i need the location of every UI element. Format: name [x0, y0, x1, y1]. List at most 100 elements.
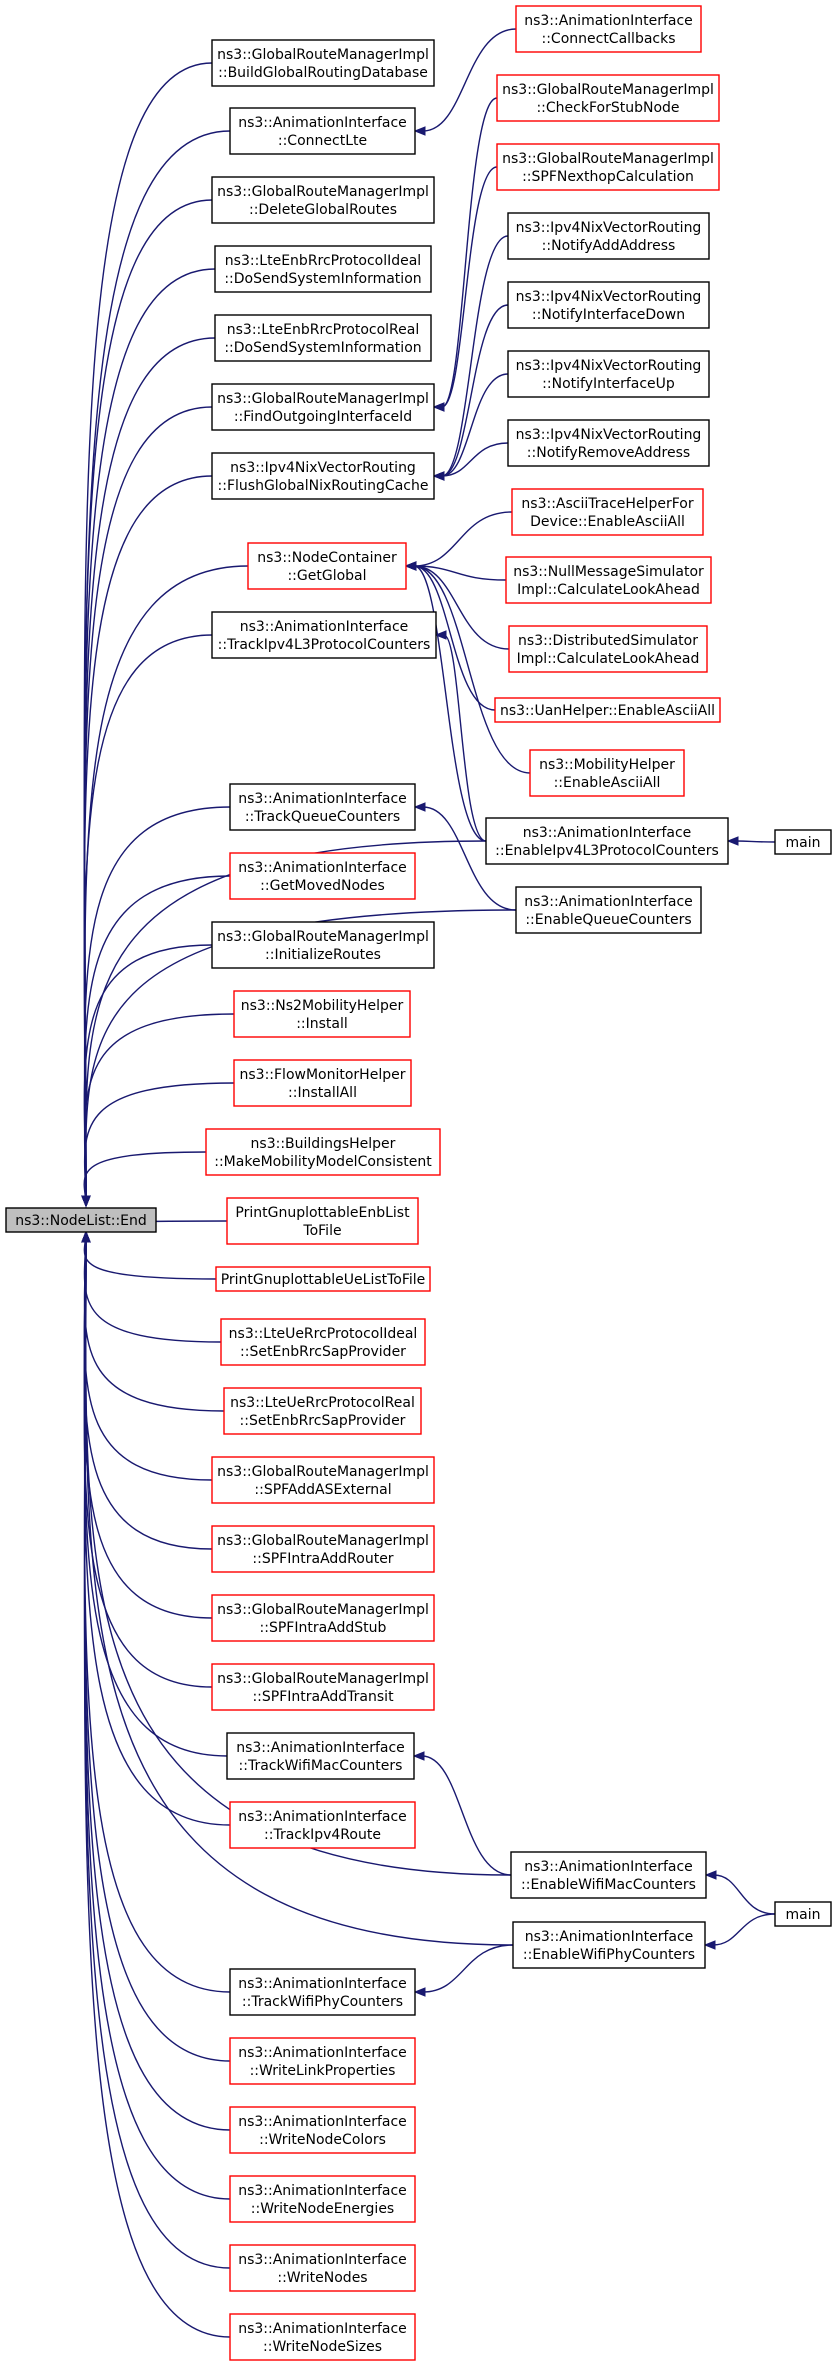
graph-node-connectcallbacks[interactable]: ns3::AnimationInterface::ConnectCallback…: [515, 5, 702, 53]
graph-node-writelinkproperties[interactable]: ns3::AnimationInterface::WriteLinkProper…: [229, 2037, 416, 2085]
graph-node-makemobilitymodelconsistent[interactable]: ns3::BuildingsHelper::MakeMobilityModelC…: [205, 1128, 441, 1176]
call-edge: [432, 235, 509, 481]
node-label-line: ::CheckForStubNode: [536, 100, 679, 116]
graph-node-setenbrrcsapprovider-real[interactable]: ns3::LteUeRrcProtocolReal::SetEnbRrcSapP…: [223, 1387, 422, 1435]
graph-node-setenbrrcsapprovider-ideal[interactable]: ns3::LteUeRrcProtocolIdeal::SetEnbRrcSap…: [220, 1318, 426, 1366]
graph-node-connectlte[interactable]: ns3::AnimationInterface::ConnectLte: [229, 107, 416, 155]
graph-node-ns2mobilityhelper-install[interactable]: ns3::Ns2MobilityHelper::Install: [233, 990, 411, 1038]
node-box: [229, 2106, 416, 2154]
graph-node-writenodesizes[interactable]: ns3::AnimationInterface::WriteNodeSizes: [229, 2313, 416, 2361]
graph-node-deleteglobalroutes[interactable]: ns3::GlobalRouteManagerImpl::DeleteGloba…: [211, 176, 435, 224]
graph-node-main-1[interactable]: main: [774, 829, 832, 855]
call-edge: [81, 130, 231, 1208]
graph-node-enableipv4l3protocolcounters[interactable]: ns3::AnimationInterface::EnableIpv4L3Pro…: [485, 817, 729, 865]
node-label-line: ::InitializeRoutes: [265, 947, 381, 963]
graph-node-root[interactable]: ns3::NodeList::End: [5, 1207, 157, 1233]
node-label-line: ns3::AnimationInterface: [240, 619, 409, 635]
call-edge: [81, 337, 216, 1208]
graph-node-main-2[interactable]: main: [774, 1901, 832, 1927]
graph-node-getmovednodes[interactable]: ns3::AnimationInterface::GetMovedNodes: [229, 852, 416, 900]
graph-node-trackqueuecounters[interactable]: ns3::AnimationInterface::TrackQueueCount…: [229, 783, 416, 831]
graph-node-enablewifiphycounters[interactable]: ns3::AnimationInterface::EnableWifiPhyCo…: [512, 1921, 706, 1969]
node-label-line: ::WriteNodeSizes: [263, 2339, 382, 2355]
node-box: [211, 39, 435, 87]
arrowhead: [703, 1940, 716, 1950]
node-label-line: ::InstallAll: [288, 1085, 357, 1101]
node-box: [226, 1732, 415, 1780]
call-edge: [81, 944, 213, 1208]
call-edge: [81, 406, 213, 1208]
graph-node-enablequeuecounters[interactable]: ns3::AnimationInterface::EnableQueueCoun…: [515, 886, 702, 934]
node-label-line: ns3::GlobalRouteManagerImpl: [502, 82, 714, 98]
graph-node-notifyaddaddress[interactable]: ns3::Ipv4NixVectorRouting::NotifyAddAddr…: [507, 212, 710, 260]
graph-node-flushglobalnixroutingcache[interactable]: ns3::Ipv4NixVectorRouting::FlushGlobalNi…: [211, 452, 435, 500]
node-label-line: ns3::LteUeRrcProtocolReal: [230, 1395, 415, 1411]
node-box: [233, 1059, 412, 1107]
node-box: [507, 281, 710, 329]
graph-node-writenodecolors[interactable]: ns3::AnimationInterface::WriteNodeColors: [229, 2106, 416, 2154]
graph-node-buildglobalroutingdatabase[interactable]: ns3::GlobalRouteManagerImpl::BuildGlobal…: [211, 39, 435, 87]
graph-node-spfnexthopcalculation[interactable]: ns3::GlobalRouteManagerImpl::SPFNexthopC…: [496, 143, 720, 191]
graph-node-trackipv4route[interactable]: ns3::AnimationInterface::TrackIpv4Route: [229, 1801, 416, 1849]
graph-node-initializeroutes[interactable]: ns3::GlobalRouteManagerImpl::InitializeR…: [211, 921, 435, 969]
graph-node-notifyinterfacedown[interactable]: ns3::Ipv4NixVectorRouting::NotifyInterfa…: [507, 281, 710, 329]
node-label-line: ::WriteLinkProperties: [250, 2063, 396, 2079]
graph-node-spfintraaddstub[interactable]: ns3::GlobalRouteManagerImpl::SPFIntraAdd…: [211, 1594, 435, 1642]
call-edge: [404, 561, 487, 842]
node-box: [507, 212, 710, 260]
graph-node-trackwifimaccounters[interactable]: ns3::AnimationInterface::TrackWifiMacCou…: [226, 1732, 415, 1780]
edge-line: [83, 406, 213, 1207]
edge-line: [441, 235, 509, 477]
graph-node-distributedsimulator-calculatelookahead[interactable]: ns3::DistributedSimulatorImpl::Calculate…: [508, 625, 708, 673]
edge-line: [83, 62, 213, 1207]
edge-line: [83, 475, 213, 1207]
graph-node-findoutgoinginterfaceid[interactable]: ns3::GlobalRouteManagerImpl::FindOutgoin…: [211, 383, 435, 431]
node-label-line: ns3::MobilityHelper: [539, 757, 675, 773]
graph-node-flowmonitorhelper-installall[interactable]: ns3::FlowMonitorHelper::InstallAll: [233, 1059, 412, 1107]
node-box: [505, 556, 712, 604]
node-label-line: ns3::AnimationInterface: [524, 13, 693, 29]
node-label-line: ::SetEnbRrcSapProvider: [240, 1344, 406, 1360]
edge-line: [441, 304, 509, 477]
graph-node-enablewifimaccounters[interactable]: ns3::AnimationInterface::EnableWifiMacCo…: [510, 1851, 707, 1899]
arrowhead: [726, 836, 739, 846]
graph-node-mobilityhelper-enableasciiall[interactable]: ns3::MobilityHelper::EnableAsciiAll: [529, 749, 685, 797]
node-label-line: ::MakeMobilityModelConsistent: [214, 1154, 432, 1170]
edge-line: [413, 565, 531, 774]
graph-node-checkforstubnode[interactable]: ns3::GlobalRouteManagerImpl::CheckForStu…: [496, 74, 720, 122]
graph-node-writenodeenergies[interactable]: ns3::AnimationInterface::WriteNodeEnergi…: [229, 2175, 416, 2223]
node-label-line: ns3::AnimationInterface: [238, 860, 407, 876]
node-box: [211, 1456, 435, 1504]
graph-node-spfaddasexternal[interactable]: ns3::GlobalRouteManagerImpl::SPFAddASExt…: [211, 1456, 435, 1504]
call-edge: [81, 1230, 231, 2338]
graph-node-trackipv4l3protocolcounters[interactable]: ns3::AnimationInterface::TrackIpv4L3Prot…: [211, 611, 437, 659]
graph-node-dosendsysteminformation-ideal[interactable]: ns3::LteEnbRrcProtocolIdeal::DoSendSyste…: [214, 245, 432, 293]
graph-node-notifyremoveaddress[interactable]: ns3::Ipv4NixVectorRouting::NotifyRemoveA…: [507, 419, 710, 467]
call-edge: [81, 1230, 217, 1280]
node-label-line: ns3::AnimationInterface: [524, 1859, 693, 1875]
node-label-line: ::SPFIntraAddStub: [260, 1620, 387, 1636]
graph-node-writenodes[interactable]: ns3::AnimationInterface::WriteNodes: [229, 2244, 416, 2292]
graph-node-spfintraaddtransit[interactable]: ns3::GlobalRouteManagerImpl::SPFIntraAdd…: [211, 1663, 435, 1711]
node-label-line: ns3::NodeList::End: [15, 1213, 147, 1229]
graph-node-asciitracehelperfordevice-enableasciiall[interactable]: ns3::AsciiTraceHelperForDevice::EnableAs…: [511, 488, 704, 536]
node-label-line: ns3::GlobalRouteManagerImpl: [217, 1464, 429, 1480]
call-edge: [81, 62, 213, 1208]
graph-node-trackwifiphycounters[interactable]: ns3::AnimationInterface::TrackWifiPhyCou…: [229, 1968, 416, 2016]
graph-node-nodecontainer-getglobal[interactable]: ns3::NodeContainer::GetGlobal: [247, 542, 407, 590]
edge-line: [441, 97, 498, 408]
node-label-line: ::SPFAddASExternal: [254, 1482, 391, 1498]
graph-node-nullmessagesimulator-calculatelookahead[interactable]: ns3::NullMessageSimulatorImpl::Calculate…: [505, 556, 712, 604]
graph-node-dosendsysteminformation-real[interactable]: ns3::LteEnbRrcProtocolReal::DoSendSystem…: [214, 314, 432, 362]
node-box: [205, 1128, 441, 1176]
graph-node-spfintraaddrouter[interactable]: ns3::GlobalRouteManagerImpl::SPFIntraAdd…: [211, 1525, 435, 1573]
graph-node-printgnuplottableuelisttofile[interactable]: PrintGnuplottableUeListToFile: [215, 1266, 431, 1292]
graph-node-notifyinterfaceup[interactable]: ns3::Ipv4NixVectorRouting::NotifyInterfa…: [507, 350, 710, 398]
node-label-line: ::EnableIpv4L3ProtocolCounters: [495, 843, 719, 859]
node-label-line: ::NotifyAddAddress: [542, 238, 676, 254]
node-label-line: ::EnableAsciiAll: [554, 775, 661, 791]
node-label-line: ns3::FlowMonitorHelper: [240, 1067, 406, 1083]
node-label-line: ns3::AnimationInterface: [523, 825, 692, 841]
graph-node-uanhelper-enableasciiall[interactable]: ns3::UanHelper::EnableAsciiAll: [494, 697, 721, 723]
